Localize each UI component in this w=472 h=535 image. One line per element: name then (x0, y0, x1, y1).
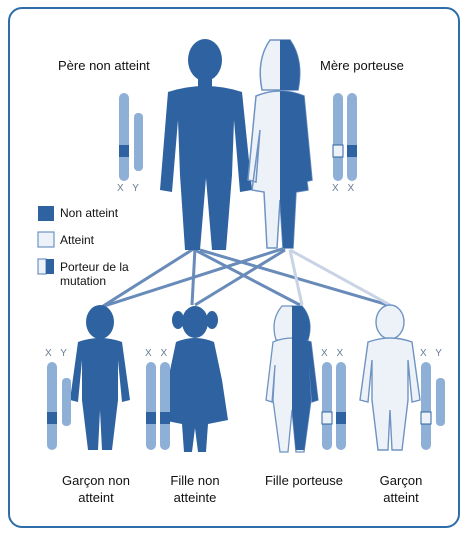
mother-label: Mère porteuse (320, 57, 404, 74)
father-chromosomes (119, 93, 143, 181)
child-2-chromosome-letters: X X (145, 348, 170, 359)
boy-affected-chromosomes (421, 362, 445, 450)
child-2-label: Fille non atteinte (156, 472, 234, 506)
father-figure (160, 39, 252, 250)
boy-affected-figure (360, 305, 420, 450)
legend-swatches (38, 206, 54, 274)
child-3-chromosome-letters: X X (321, 348, 346, 359)
legend-swatch-half-left (38, 259, 46, 274)
mother-chromosome-letters: X X (332, 183, 357, 194)
legend-label-carrier: Porteur de la mutation (60, 260, 152, 288)
mother-figure (248, 40, 312, 248)
child-1-label: Garçon non atteint (48, 472, 144, 506)
legend-swatch-dark (38, 206, 54, 221)
inheritance-lines-light (290, 250, 390, 305)
child-1-chromosome-letters: X Y (45, 348, 70, 359)
child-3-label: Fille porteuse (252, 472, 356, 489)
girl-unaffected-chromosomes (146, 362, 170, 450)
girl-carrier-chromosomes (322, 362, 346, 450)
father-chromosome-letters: X Y (117, 183, 142, 194)
boy-unaffected-chromosomes (47, 362, 71, 450)
legend-label-affected: Atteint (60, 233, 94, 247)
child-4-label: Garçon atteint (370, 472, 432, 506)
legend-label-unaffected: Non atteint (60, 206, 118, 220)
girl-unaffected-figure (162, 306, 228, 452)
legend-swatch-half-right (46, 259, 54, 274)
legend-swatch-light (38, 232, 54, 247)
father-label: Père non atteint (58, 57, 150, 74)
mother-chromosomes (333, 93, 357, 181)
child-4-chromosome-letters: X Y (420, 348, 445, 359)
boy-unaffected-figure (70, 305, 130, 450)
girl-carrier-figure (266, 306, 318, 452)
